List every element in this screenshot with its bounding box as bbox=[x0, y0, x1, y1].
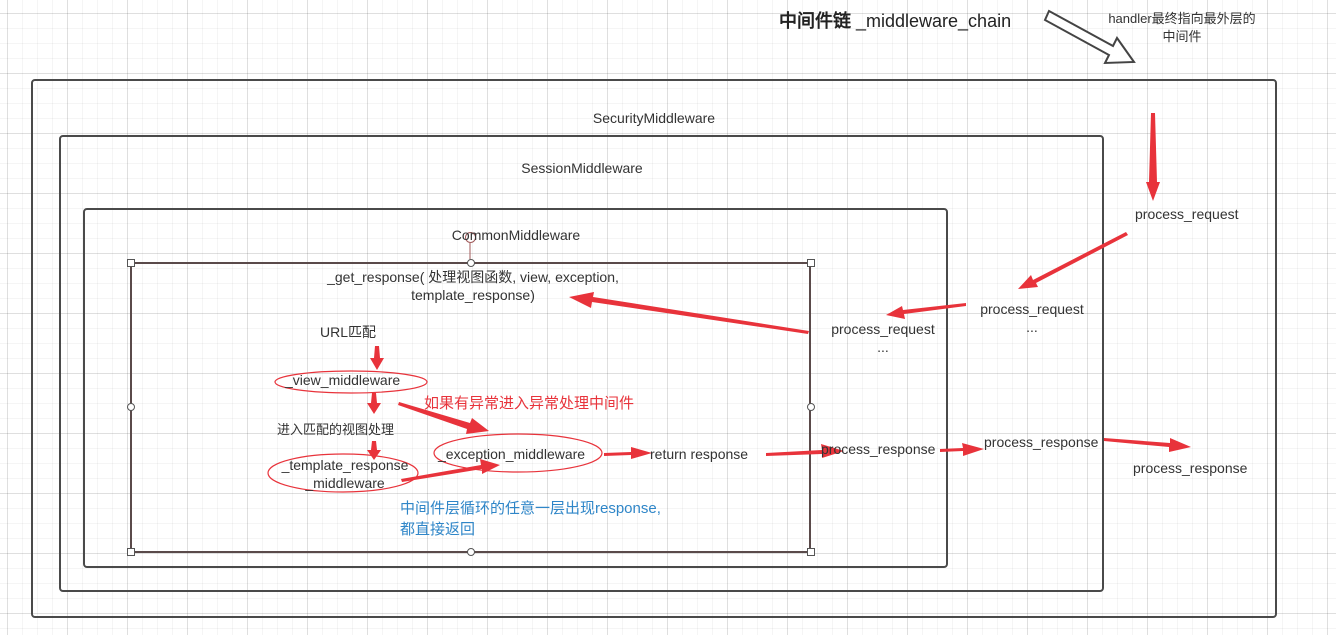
resize-handle-bottom-mid[interactable] bbox=[467, 548, 475, 556]
url-match-label: URL匹配 bbox=[320, 324, 377, 340]
session-middleware-label: SessionMiddleware bbox=[521, 160, 643, 176]
arrow-common-to-session-response bbox=[940, 443, 984, 456]
diagram-title-bold: 中间件链 bbox=[779, 11, 851, 31]
process-request-session-text: process_request bbox=[980, 301, 1084, 317]
arrow-enter-view-to-template bbox=[367, 441, 381, 460]
arrow-template-to-exception bbox=[401, 459, 500, 482]
security-middleware-label: SecurityMiddleware bbox=[592, 110, 716, 126]
common-middleware-box bbox=[83, 208, 948, 568]
enter-view-label: 进入匹配的视图处理 bbox=[277, 422, 395, 437]
process-response-session: process_response bbox=[984, 434, 1099, 450]
template-middleware-label: _template_response _middleware bbox=[270, 456, 420, 492]
process-request-common-dots: ... bbox=[877, 339, 889, 355]
process-request-session: process_request ... bbox=[962, 300, 1102, 336]
resize-handle-top-right[interactable] bbox=[807, 259, 815, 267]
arrow-session-to-common-request bbox=[886, 303, 966, 319]
process-request-common-text: process_request bbox=[831, 321, 935, 337]
get-response-line2: template_response) bbox=[411, 287, 535, 303]
resize-handle-top-mid[interactable] bbox=[467, 259, 475, 267]
arrow-outer-to-session-request bbox=[1018, 232, 1128, 289]
resize-handle-left-mid[interactable] bbox=[127, 403, 135, 411]
arrow-return-to-common-response bbox=[766, 444, 844, 458]
arrow-view-to-enter-view bbox=[367, 393, 381, 414]
process-response-common: process_response bbox=[821, 441, 936, 457]
process-request-session-dots: ... bbox=[1026, 319, 1038, 335]
arrow-view-to-exception bbox=[398, 402, 489, 434]
resize-handle-top-left[interactable] bbox=[127, 259, 135, 267]
ellipse-template-middleware bbox=[267, 453, 419, 493]
get-response-text: _get_response( 处理视图函数, view, exception, … bbox=[288, 268, 658, 304]
any-layer-note: 中间件层循环的任意一层出现response, 都直接返回 bbox=[400, 498, 661, 540]
ellipse-view-middleware bbox=[274, 370, 428, 394]
process-request-common: process_request ... bbox=[813, 320, 953, 356]
handler-note: handler最终指向最外层的 中间件 bbox=[1092, 10, 1272, 46]
rotate-handle[interactable] bbox=[465, 232, 476, 243]
exception-note: 如果有异常进入异常处理中间件 bbox=[424, 395, 635, 412]
template-middleware-line1: _template_response bbox=[281, 457, 409, 473]
handler-note-line2: 中间件 bbox=[1162, 29, 1202, 44]
arrow-into-outer-request bbox=[1146, 113, 1160, 201]
resize-handle-right-mid[interactable] bbox=[807, 403, 815, 411]
handler-pointer-arrow-icon bbox=[1043, 9, 1136, 65]
process-response-outer: process_response bbox=[1133, 460, 1248, 476]
arrow-common-to-get-response bbox=[569, 292, 809, 334]
view-middleware-label: _view_middleware bbox=[285, 372, 401, 388]
arrow-url-to-view-middleware bbox=[370, 346, 384, 370]
any-layer-note-line2: 都直接返回 bbox=[400, 521, 476, 538]
any-layer-note-line1: 中间件层循环的任意一层出现response, bbox=[400, 500, 661, 517]
arrow-session-to-outer-response bbox=[1104, 438, 1191, 452]
handler-note-line1: handler最终指向最外层的 bbox=[1108, 11, 1256, 26]
exception-middleware-label: _exception_middleware bbox=[438, 446, 586, 462]
arrow-exception-to-return bbox=[604, 447, 652, 459]
template-middleware-line2: _middleware bbox=[305, 475, 385, 491]
resize-handle-bottom-right[interactable] bbox=[807, 548, 815, 556]
security-middleware-box bbox=[31, 79, 1277, 618]
common-middleware-label: CommonMiddleware bbox=[451, 227, 581, 243]
process-request-outer: process_request bbox=[1135, 206, 1239, 222]
session-middleware-box bbox=[59, 135, 1104, 592]
resize-handle-bottom-left[interactable] bbox=[127, 548, 135, 556]
diagram-title: 中间件链 _middleware_chain bbox=[779, 7, 1011, 33]
return-response-label: return response bbox=[650, 446, 749, 462]
get-response-line1: _get_response( 处理视图函数, view, exception, bbox=[327, 269, 619, 285]
diagram-title-rest: _middleware_chain bbox=[851, 11, 1012, 31]
ellipse-exception-middleware bbox=[433, 433, 603, 473]
